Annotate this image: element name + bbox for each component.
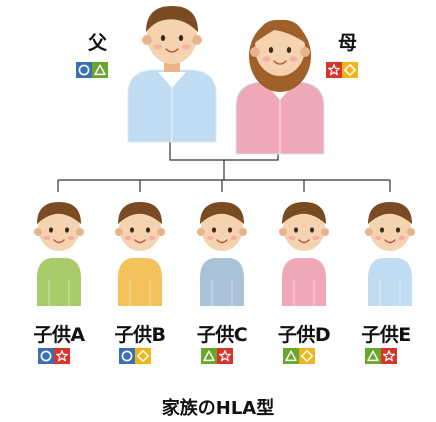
mother-label: 母	[338, 32, 358, 54]
child-c-hla-badge	[201, 348, 233, 364]
child-a-label: 子供A	[33, 324, 85, 346]
father-hla-circle-icon	[76, 62, 92, 78]
child-c-label: 子供C	[196, 324, 248, 346]
child-a-hla-circle-icon	[38, 348, 54, 364]
child-e-hla-triangle-icon	[365, 348, 381, 364]
father-figure	[127, 6, 217, 143]
child-b-label: 子供B	[114, 324, 166, 346]
child-e-figure	[365, 202, 415, 306]
child-c-hla-triangle-icon	[201, 348, 217, 364]
child-d-hla-diamond-icon	[299, 348, 315, 364]
child-a-hla-star-icon	[54, 348, 70, 364]
child-e-hla-badge	[365, 348, 397, 364]
child-d-hla-triangle-icon	[283, 348, 299, 364]
child-b-hla-badge	[119, 348, 151, 364]
child-e-label: 子供E	[361, 324, 411, 346]
diagram-title: 家族のHLA型	[161, 398, 275, 419]
child-c-hla-star-icon	[217, 348, 233, 364]
child-d-label: 子供D	[277, 324, 331, 346]
child-d-hla-badge	[283, 348, 315, 364]
child-d-figure	[279, 202, 329, 306]
mother-hla-diamond-icon	[342, 62, 358, 78]
child-a-figure	[34, 202, 84, 306]
child-b-hla-circle-icon	[119, 348, 135, 364]
child-e-hla-star-icon	[381, 348, 397, 364]
child-b-figure	[115, 202, 165, 306]
mother-hla-badge	[326, 62, 358, 78]
father-label: 父	[88, 32, 108, 54]
family-tree-lines	[57, 140, 391, 192]
child-b-hla-diamond-icon	[135, 348, 151, 364]
child-a-hla-badge	[38, 348, 70, 364]
child-c-figure	[197, 202, 247, 306]
father-hla-badge	[76, 62, 108, 78]
mother-figure	[235, 19, 325, 155]
father-hla-triangle-icon	[92, 62, 108, 78]
mother-hla-star-icon	[326, 62, 342, 78]
